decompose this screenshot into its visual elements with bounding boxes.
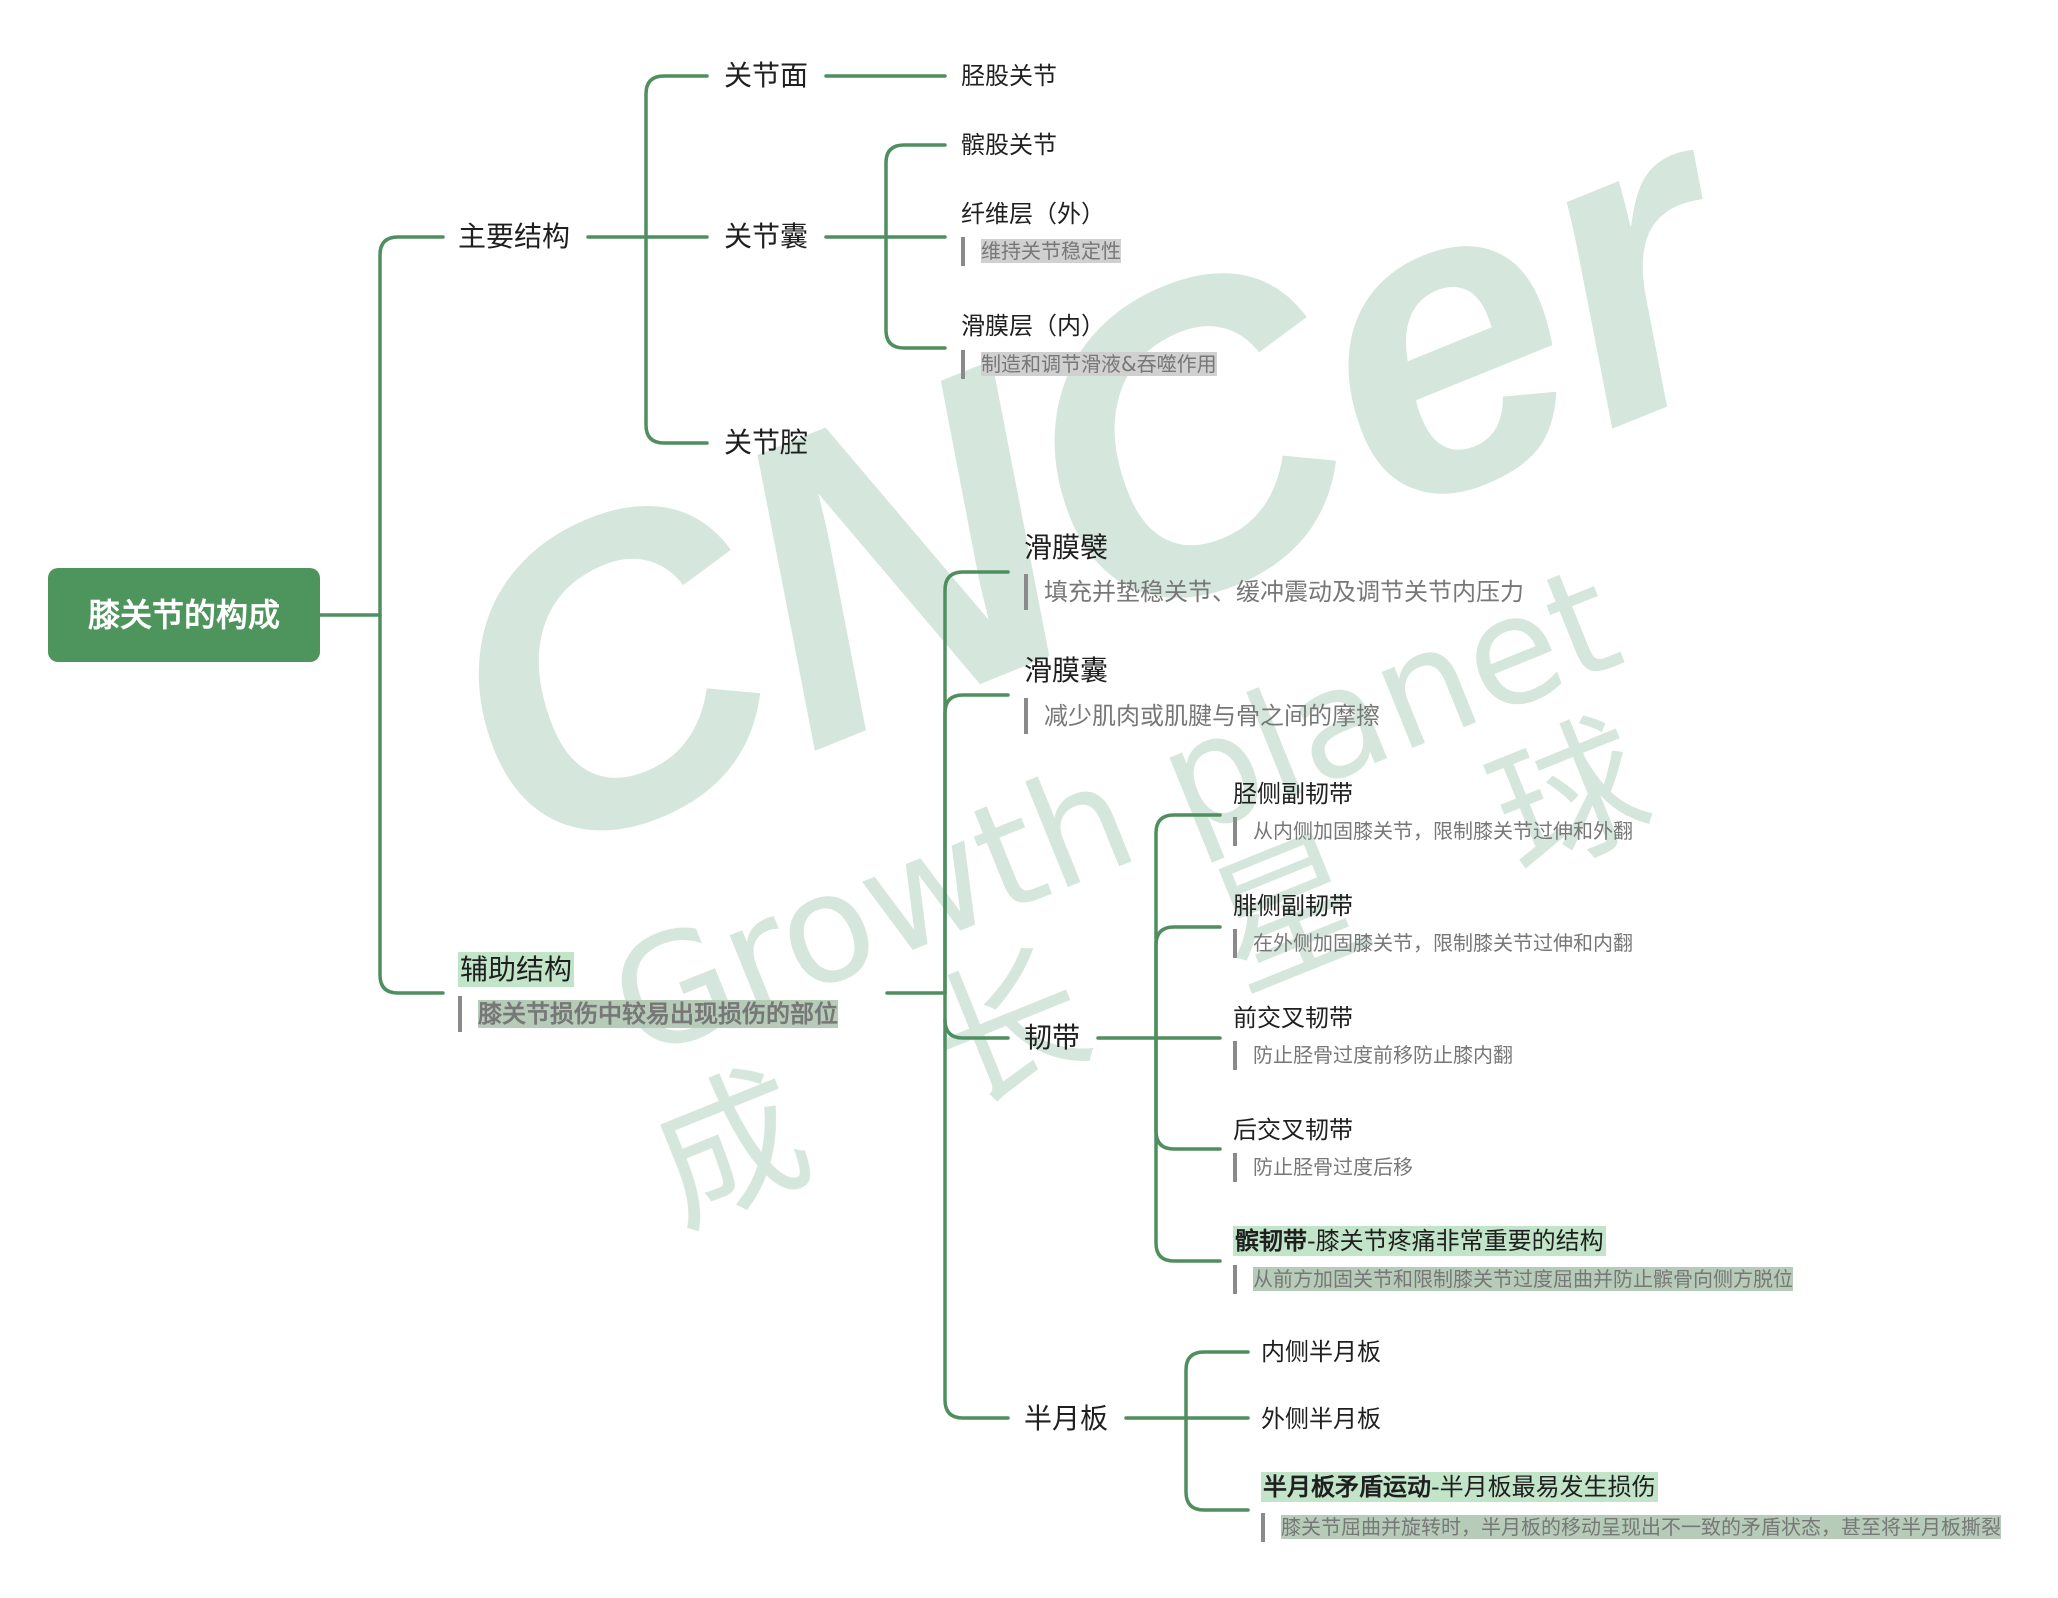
node-main-structure-label: 主要结构 [458,220,571,253]
note-synovial-layer-text: 制造和调节滑液&吞噬作用 [981,352,1217,376]
node-synovial-layer[interactable]: 滑膜层（内） [961,314,1105,338]
note-meniscus-paradox: 膝关节屈曲并旋转时，半月板的移动呈现出不一致的矛盾状态，甚至将半月板撕裂 [1261,1513,2001,1542]
note-tibial-collateral-text: 从内侧加固膝关节，限制膝关节过伸和外翻 [1253,819,1633,843]
node-synovial-layer-label: 滑膜层（内） [961,312,1105,340]
note-tibial-collateral: 从内侧加固膝关节，限制膝关节过伸和外翻 [1233,817,1633,846]
node-tibiofemoral-label: 胫股关节 [961,62,1057,90]
node-aux-structure[interactable]: 辅助结构 [458,952,575,987]
root-node[interactable]: 膝关节的构成 [48,568,320,662]
note-fibrous-layer: 维持关节稳定性 [961,237,1121,266]
node-meniscus-paradox[interactable]: 半月板矛盾运动-半月板最易发生损伤 [1261,1472,1658,1502]
node-joint-cavity[interactable]: 关节腔 [724,429,808,457]
node-joint-capsule-label: 关节囊 [724,220,809,253]
node-fibular-collateral[interactable]: 腓侧副韧带 [1233,894,1353,918]
node-synovial-plica[interactable]: 滑膜襞 [1024,534,1108,562]
note-aux-structure-text: 膝关节损伤中较易出现损伤的部位 [478,1000,838,1028]
node-ligament[interactable]: 韧带 [1024,1024,1080,1052]
node-meniscus[interactable]: 半月板 [1024,1405,1108,1433]
node-tibial-collateral[interactable]: 胫侧副韧带 [1233,782,1353,806]
node-fibrous-layer[interactable]: 纤维层（外） [961,202,1105,226]
note-aux-structure: 膝关节损伤中较易出现损伤的部位 [458,996,838,1032]
node-pcl-label: 后交叉韧带 [1233,1116,1353,1144]
node-tibiofemoral[interactable]: 胫股关节 [961,64,1057,88]
node-fibrous-layer-label: 纤维层（外） [961,200,1105,228]
node-joint-capsule[interactable]: 关节囊 [724,223,808,251]
node-lateral-meniscus-label: 外侧半月板 [1261,1405,1381,1433]
node-main-structure[interactable]: 主要结构 [458,223,570,251]
note-patellar-ligament-text: 从前方加固关节和限制膝关节过度屈曲并防止髌骨向侧方脱位 [1253,1267,1793,1291]
note-acl: 防止胫骨过度前移防止膝内翻 [1233,1041,1513,1070]
note-fibular-collateral-text: 在外侧加固膝关节，限制膝关节过伸和内翻 [1253,931,1633,955]
root-title: 膝关节的构成 [87,596,280,634]
node-meniscus-label: 半月板 [1024,1402,1109,1435]
node-lateral-meniscus[interactable]: 外侧半月板 [1261,1407,1381,1431]
node-ligament-label: 韧带 [1024,1021,1081,1054]
note-pcl-text: 防止胫骨过度后移 [1253,1155,1413,1179]
node-tibial-collateral-label: 胫侧副韧带 [1233,780,1353,808]
note-meniscus-paradox-text: 膝关节屈曲并旋转时，半月板的移动呈现出不一致的矛盾状态，甚至将半月板撕裂 [1281,1515,2001,1539]
node-fibular-collateral-label: 腓侧副韧带 [1233,892,1353,920]
node-patellar-ligament[interactable]: 髌韧带-膝关节疼痛非常重要的结构 [1233,1226,1606,1256]
node-synovial-bursa[interactable]: 滑膜囊 [1024,657,1108,685]
node-aux-structure-label: 辅助结构 [458,952,575,987]
node-articular-surface[interactable]: 关节面 [724,62,808,90]
node-meniscus-paradox-label: 半月板矛盾运动-半月板最易发生损伤 [1261,1472,1658,1502]
node-acl[interactable]: 前交叉韧带 [1233,1006,1353,1030]
node-synovial-plica-label: 滑膜襞 [1024,531,1109,564]
node-meniscus-paradox-rest: -半月板最易发生损伤 [1431,1473,1656,1501]
node-patellar-ligament-label: 髌韧带-膝关节疼痛非常重要的结构 [1233,1226,1606,1256]
note-patellar-ligament: 从前方加固关节和限制膝关节过度屈曲并防止髌骨向侧方脱位 [1233,1265,1793,1294]
node-patellofemoral[interactable]: 髌股关节 [961,133,1057,157]
node-pcl[interactable]: 后交叉韧带 [1233,1118,1353,1142]
note-synovial-plica: 填充并垫稳关节、缓冲震动及调节关节内压力 [1024,574,1524,610]
note-synovial-bursa: 减少肌肉或肌腱与骨之间的摩擦 [1024,698,1380,734]
node-patellofemoral-label: 髌股关节 [961,131,1057,159]
note-acl-text: 防止胫骨过度前移防止膝内翻 [1253,1043,1513,1067]
node-medial-meniscus-label: 内侧半月板 [1261,1338,1381,1366]
node-meniscus-paradox-bold: 半月板矛盾运动 [1263,1473,1431,1501]
note-synovial-layer: 制造和调节滑液&吞噬作用 [961,350,1217,379]
note-fibrous-layer-text: 维持关节稳定性 [981,239,1121,263]
node-patellar-ligament-bold: 髌韧带 [1235,1227,1307,1255]
note-synovial-plica-text: 填充并垫稳关节、缓冲震动及调节关节内压力 [1044,578,1524,606]
node-articular-surface-label: 关节面 [724,59,809,92]
node-medial-meniscus[interactable]: 内侧半月板 [1261,1340,1381,1364]
node-patellar-ligament-rest: -膝关节疼痛非常重要的结构 [1307,1227,1604,1255]
node-synovial-bursa-label: 滑膜囊 [1024,654,1109,687]
node-joint-cavity-label: 关节腔 [724,426,809,459]
note-fibular-collateral: 在外侧加固膝关节，限制膝关节过伸和内翻 [1233,929,1633,958]
node-acl-label: 前交叉韧带 [1233,1004,1353,1032]
note-synovial-bursa-text: 减少肌肉或肌腱与骨之间的摩擦 [1044,702,1380,730]
note-pcl: 防止胫骨过度后移 [1233,1153,1413,1182]
